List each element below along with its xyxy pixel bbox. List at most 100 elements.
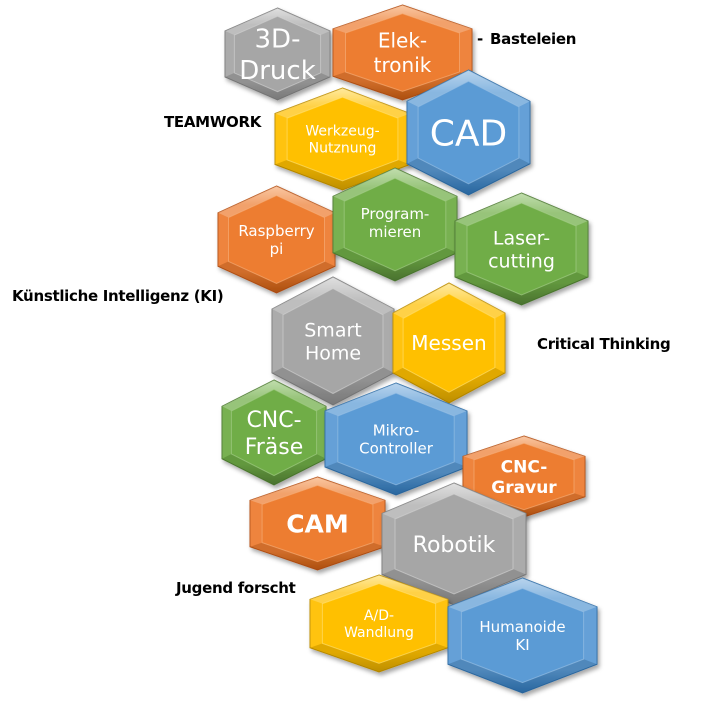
- hexagon-facet: [342, 159, 410, 190]
- hexagon-label-line: CAD: [430, 114, 507, 155]
- hexagon-label: Messen: [411, 331, 486, 355]
- hexagon-facet: [310, 643, 379, 672]
- label-basteleien: Basteleien: [490, 30, 577, 48]
- hexagon-facet: [454, 483, 526, 519]
- hexagon-face: [394, 493, 514, 595]
- hexagon-facet: [402, 5, 472, 33]
- hexagon-label: Mikro-Controller: [359, 421, 434, 457]
- hexagon-facet: [379, 575, 448, 604]
- hexagon-facet: [407, 158, 469, 195]
- hexagon-facet: [494, 313, 505, 373]
- hexagon-facet: [276, 261, 335, 293]
- hexagon-facet: [320, 31, 330, 77]
- hexagon-facet: [393, 313, 404, 373]
- hexagon-facet: [333, 247, 395, 281]
- hexagon-facet: [407, 101, 419, 164]
- hexagon-facet: [218, 261, 277, 293]
- hexagon-facet: [382, 483, 454, 519]
- hexagon-facet: [277, 8, 330, 36]
- hexagon-lasercutting: Laser-cutting: [454, 192, 589, 306]
- hexagon-label: Elek-tronik: [374, 29, 432, 77]
- hexagon-facet: [393, 283, 449, 319]
- hexagon-facet: [310, 575, 379, 604]
- hexagon-facet: [468, 70, 530, 107]
- hexagon-facet: [454, 569, 526, 605]
- hexagon-facet: [522, 578, 597, 612]
- hexagon-mikro-controller: Mikro-Controller: [324, 382, 468, 496]
- hexagon-messen: Messen: [392, 282, 506, 404]
- hexagon-face: [402, 293, 496, 393]
- hexagon-facet: [448, 659, 523, 693]
- hexagon-label-line: Druck: [239, 56, 316, 86]
- hexagon-label: Werkzeug-Nutznung: [305, 124, 379, 157]
- hexagon-label-line: Robotik: [413, 533, 496, 558]
- hexagon-face: [466, 202, 577, 296]
- hexagon-programmieren: Program-mieren: [332, 167, 458, 282]
- hexagon-facet: [522, 659, 597, 693]
- hexagon-facet: [276, 186, 335, 218]
- hexagon-label-line: 3D-: [255, 25, 301, 55]
- hexagon-label-line: A/D-: [364, 608, 394, 624]
- hexagon-face: [321, 583, 437, 664]
- hexagon-facet: [272, 367, 333, 405]
- hexagon-facet: [250, 542, 318, 570]
- hexagon-label-line: Home: [305, 342, 361, 364]
- hexagon-label: CNC-Gravur: [491, 457, 557, 498]
- hexagon-label-line: pi: [270, 240, 284, 258]
- hexagon-label-line: Mikro-: [373, 421, 420, 439]
- hexagon-label: CAD: [430, 114, 507, 155]
- hexagon-facet: [324, 212, 335, 267]
- hexagon-face: [337, 392, 455, 486]
- hexagon-face: [417, 80, 520, 185]
- hexagon-robotik: Robotik: [381, 482, 527, 606]
- hexagon-facet: [275, 88, 343, 119]
- hexagon-face: [228, 195, 325, 284]
- hexagon-label-line: cutting: [488, 250, 555, 272]
- hexagon-label-line: CNC-: [246, 408, 301, 433]
- hexagon-facet: [449, 283, 505, 319]
- hexagon-facet: [333, 28, 346, 77]
- hexagon-facet: [435, 599, 448, 648]
- hexagon-facet: [250, 500, 263, 547]
- hexagon-ad-wandlung: A/D-Wandlung: [309, 574, 449, 673]
- hexagon-cnc-fraese: CNC-Fräse: [221, 379, 327, 486]
- hexagon-facet: [454, 411, 467, 467]
- hexagon-facet: [325, 411, 338, 467]
- hexagon-label: Robotik: [413, 533, 496, 558]
- hexagon-facet: [225, 8, 278, 36]
- hexagon-label-line: Fräse: [245, 435, 304, 460]
- hexagon-facet: [275, 159, 343, 190]
- hexagon-label: Program-mieren: [361, 205, 430, 241]
- hexagon-facet: [317, 542, 385, 570]
- hexagon-facet: [333, 5, 403, 33]
- hexagon-facet: [333, 72, 403, 100]
- hexagon-facet: [222, 406, 232, 459]
- hexagon-facet: [449, 367, 505, 403]
- hexagon-face: [261, 484, 374, 563]
- hexagon-face: [345, 13, 460, 92]
- hexagon-facet: [521, 193, 588, 226]
- hexagon-facet: [407, 70, 469, 107]
- hexagon-facet: [445, 196, 457, 253]
- hexagon-facet: [448, 606, 462, 665]
- hexagon-facet: [396, 462, 467, 495]
- hexagon-facet: [393, 367, 449, 403]
- hexagon-label-line: Smart: [304, 319, 361, 341]
- hexagon-facet: [222, 380, 274, 411]
- hexagon-facet: [574, 456, 585, 497]
- hexagon-label-line: tronik: [374, 53, 432, 77]
- hexagon-facet: [218, 186, 277, 218]
- hexagon-label-line: Elek-: [378, 29, 427, 53]
- hexagon-facet: [448, 578, 523, 612]
- hexagon-facet: [333, 168, 395, 202]
- hexagon-label: CNC-Fräse: [245, 408, 304, 460]
- hexagon-facet: [218, 212, 229, 267]
- hexagon-label-line: Humanoide: [479, 618, 565, 636]
- hexagon-facet: [583, 606, 597, 665]
- hexagon-face: [286, 96, 399, 182]
- hexagon-facet: [275, 113, 288, 165]
- hexagon-facet: [310, 599, 323, 648]
- hexagon-facet: [225, 72, 278, 100]
